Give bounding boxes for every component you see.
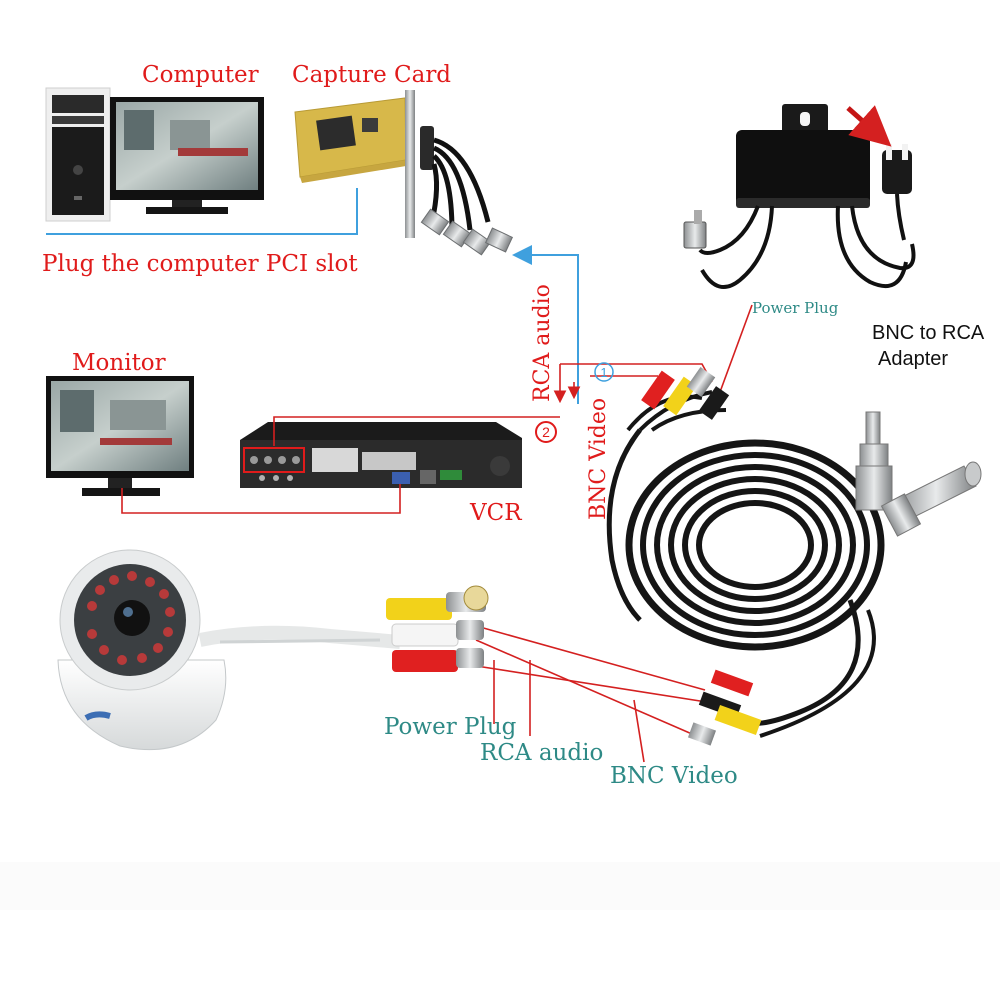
computer-label: Computer	[142, 62, 259, 88]
power-plug-bottom-label: Power Plug	[384, 714, 517, 740]
bnc-rca-adapter-icon	[855, 411, 982, 537]
top-cable-plugs	[641, 367, 730, 420]
rca-audio-bottom-label: RCA audio	[480, 740, 603, 766]
bottom-cable-plugs	[687, 669, 762, 746]
capture-card-label: Capture Card	[292, 62, 451, 88]
computer-monitor-icon	[110, 97, 264, 214]
step-2-badge: 2	[535, 421, 557, 443]
bnc-video-vertical-label: BNC Video	[586, 398, 611, 520]
power-plug-top-label: Power Plug	[752, 299, 839, 317]
bnc-video-bottom-label: BNC Video	[610, 763, 738, 789]
step-2-text: 2	[542, 424, 550, 440]
dvr-icon	[240, 422, 522, 488]
blue-connection-line	[46, 188, 579, 404]
monitor-label: Monitor	[72, 350, 166, 376]
plug-pointer-arrow	[846, 105, 892, 147]
adapter-label-line1: BNC to RCA	[872, 322, 985, 344]
adapter-label-line2: Adapter	[878, 348, 948, 370]
capture-card-icon	[294, 90, 514, 256]
pci-slot-label: Plug the computer PCI slot	[42, 251, 358, 277]
red-connection-lines	[121, 304, 753, 763]
vcr-label: VCR	[469, 500, 522, 526]
rca-audio-vertical-label: RCA audio	[530, 284, 555, 402]
lcd-monitor-icon	[46, 376, 194, 496]
ac-plug-icon	[882, 144, 912, 241]
step-1-text: 1	[600, 365, 607, 380]
dome-camera-icon	[57, 549, 489, 751]
power-adapter-icon	[683, 104, 916, 290]
faint-band	[0, 862, 1000, 910]
step-1-badge: 1	[594, 362, 614, 382]
computer-tower-icon	[45, 87, 111, 222]
